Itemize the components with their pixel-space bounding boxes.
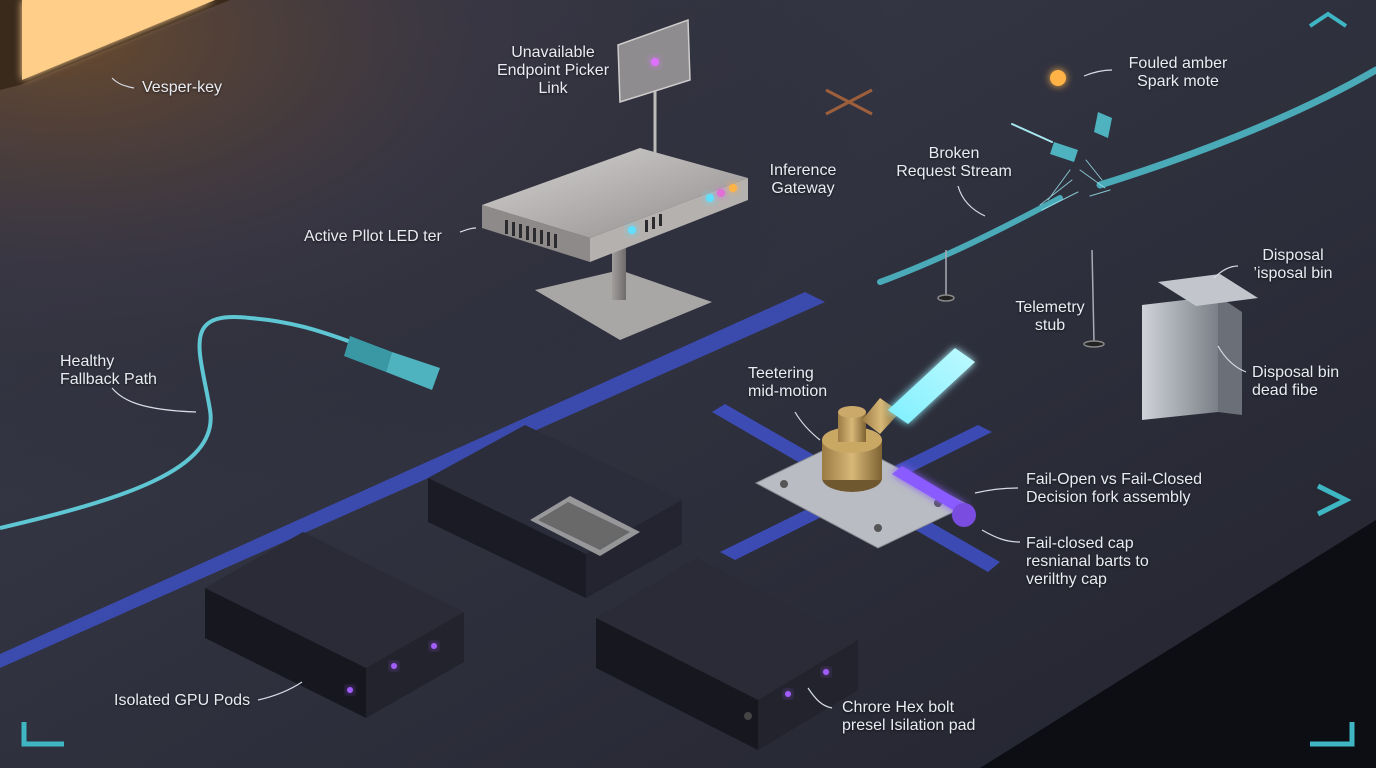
label-inference-gateway: Inference Gateway [758,162,848,198]
label-line: Broken [928,145,980,162]
label-telemetry-stub: Telemetry stub [1005,299,1095,335]
label-fouled-amber: Fouled amber Spark mote [1118,55,1238,91]
gpu-pod-left [205,532,464,718]
inference-gateway-device [482,18,748,340]
label-vesper-key: Vesper-key [142,79,223,96]
fail-open-fork-assembly [754,348,976,549]
label-line: Request Stream [896,163,1012,180]
led-cyan-icon [628,226,636,234]
corner-bracket-icon-left [21,722,64,747]
label-line: resnianal barts to [1026,553,1149,570]
label-line: Gateway [771,180,835,197]
label-teetering: Teetering mid-motion [748,365,827,401]
window-light [0,0,230,90]
gpu-pod-back [428,425,682,598]
label-line: Teetering [748,365,814,382]
label-line: ’isposal bin [1253,265,1333,282]
label-disposal-bin-side: Disposal bin dead fibe [1252,364,1339,400]
label-line: Fouled amber [1128,55,1228,72]
telemetry-stub-pins [937,249,1105,348]
label-fail-open: Fail-Open vs Fail-Closed Decision fork a… [1026,471,1202,507]
label-line: Disposal bin [1252,364,1340,381]
label-line: Fail-closed cap [1026,535,1134,552]
label-line: Chrore Hex bolt [842,699,955,716]
label-line: stub [1034,317,1066,334]
close-x-icon [825,88,873,116]
label-line: Endpoint Picker [496,62,610,79]
label-broken-request: Broken Request Stream [888,145,1020,181]
label-line: Disposal [1262,247,1324,264]
label-line: Telemetry [1015,299,1085,316]
broken-request-stream-cable [877,66,1376,285]
label-active-pilot-led: Active Pllot LED ter [304,228,442,245]
blue-stripe-main [0,292,825,668]
label-line: Decision fork assembly [1026,489,1191,506]
label-line: presel Isilation pad [842,717,976,734]
label-endpoint-picker: Unavailable Endpoint Picker Link [478,44,628,98]
chevron-right-icon [1316,483,1352,517]
corner-bracket-icon-right [1310,722,1355,747]
label-line: Unavailable [511,44,595,61]
label-line: Link [538,80,568,97]
label-line: dead fibe [1252,382,1318,399]
label-line: Spark mote [1137,73,1219,90]
amber-spark-icon [1050,70,1066,86]
healthy-fallback-cable [0,315,440,530]
label-line: mid-motion [748,383,828,400]
gpu-pod-front [596,558,858,750]
label-line: verilthy cap [1026,571,1107,588]
label-fail-closed-cap: Fail-closed cap resnianal barts to veril… [1026,535,1149,589]
label-isolated-gpu: Isolated GPU Pods [114,692,251,709]
label-hex-bolt: Chrore Hex bolt presel Isilation pad [842,699,975,735]
label-line: Fail-Open vs Fail-Closed [1026,471,1203,488]
label-line: Inference [769,162,837,179]
label-healthy-fallback: Healthy Fallback Path [60,353,157,389]
disposal-bin [1142,274,1258,420]
label-line: Fallback Path [60,371,157,388]
label-disposal-bin-top: Disposal ’isposal bin [1238,247,1348,283]
chevron-up-icon [1308,11,1348,28]
label-line: Healthy [60,353,115,370]
